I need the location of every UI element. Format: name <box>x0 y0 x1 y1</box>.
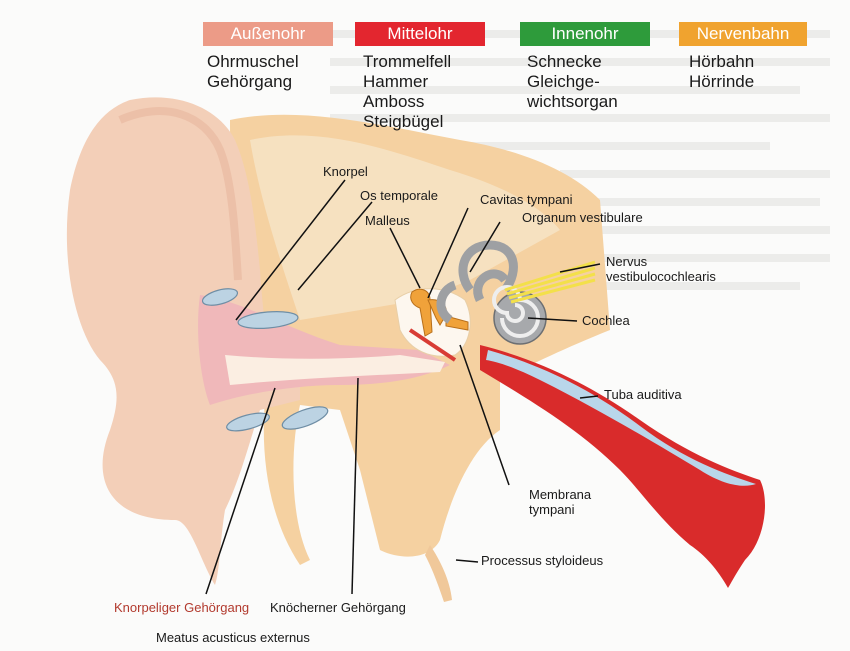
label-organum-vestibulare: Organum vestibulare <box>522 210 643 225</box>
label-knoecherner-gehoergang: Knöcherner Gehörgang <box>270 600 406 615</box>
category-mittelohr: Mittelohr <box>355 22 485 46</box>
eustachian-tube <box>480 345 765 588</box>
category-nervenbahn-items: Hörbahn Hörrinde <box>689 52 754 92</box>
category-aussenohr-items: Ohrmuschel Gehörgang <box>207 52 299 92</box>
label-membrana-tympani: Membrana tympani <box>529 487 591 517</box>
category-mittelohr-items: Trommelfell Hammer Amboss Steigbügel <box>363 52 451 132</box>
label-cavitas-tympani: Cavitas tympani <box>480 192 572 207</box>
category-innenohr: Innenohr <box>520 22 650 46</box>
category-aussenohr: Außenohr <box>203 22 333 46</box>
label-nervus-vestibulocochlearis: Nervus vestibulocochlearis <box>606 254 716 284</box>
label-knorpeliger-gehoergang: Knorpeliger Gehörgang <box>114 600 249 615</box>
label-cochlea: Cochlea <box>582 313 630 328</box>
category-nervenbahn: Nervenbahn <box>679 22 807 46</box>
label-tuba-auditiva: Tuba auditiva <box>604 387 682 402</box>
styloid-process <box>425 545 452 602</box>
label-knorpel: Knorpel <box>323 164 368 179</box>
label-os-temporale: Os temporale <box>360 188 438 203</box>
label-meatus-acusticus-externus: Meatus acusticus externus <box>156 630 310 645</box>
label-malleus: Malleus <box>365 213 410 228</box>
label-processus-styloideus: Processus styloideus <box>481 553 603 568</box>
category-innenohr-items: Schnecke Gleichge- wichtsorgan <box>527 52 618 112</box>
